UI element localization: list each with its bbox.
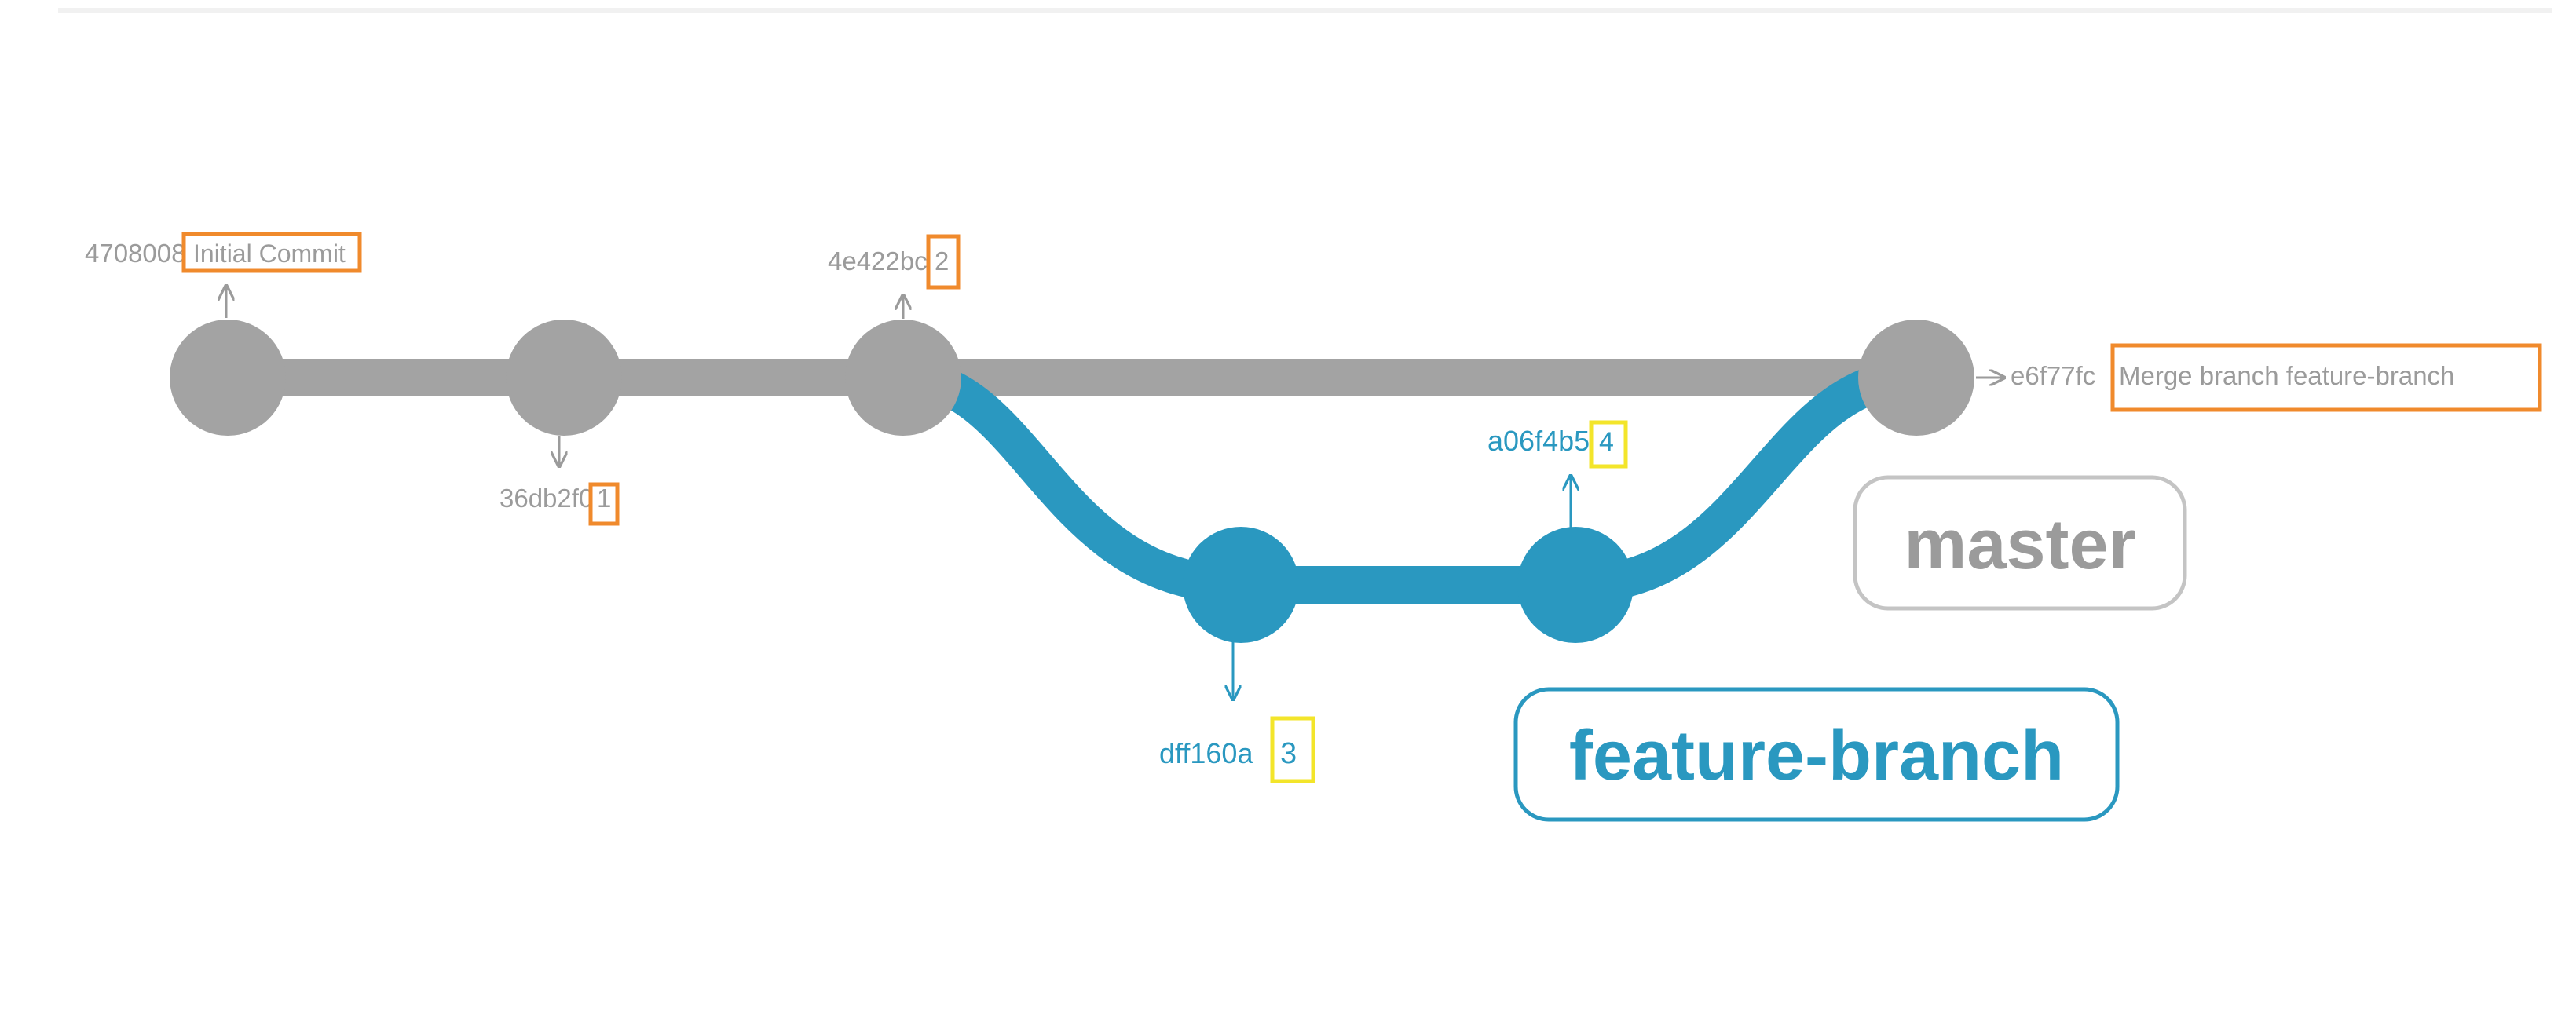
branch-label-feature[interactable]: feature-branch	[1513, 687, 2120, 822]
commit-label: dff160a 3	[1159, 716, 1315, 783]
commit-node[interactable]	[170, 320, 286, 436]
commit-node[interactable]	[1517, 527, 1634, 643]
commit-hash: 4708008	[85, 239, 185, 268]
commit-node[interactable]	[845, 320, 961, 436]
commit-node[interactable]	[1183, 527, 1299, 643]
commit-label: 36db2f0 1	[499, 482, 620, 526]
top-divider	[58, 8, 2552, 13]
commit-message: 3	[1280, 737, 1297, 770]
highlight-box	[2110, 343, 2542, 412]
branch-label-master[interactable]: master	[1853, 475, 2187, 611]
commit-label: 4708008 Initial Commit	[85, 232, 362, 273]
commit-hash: a06f4b5	[1487, 425, 1590, 457]
commit-label: 4e422bc 2	[828, 234, 961, 290]
commit-message: 2	[935, 247, 949, 276]
highlight-box	[926, 234, 961, 290]
feature-branch-out-line	[902, 359, 1242, 604]
branch-tag-box	[1513, 687, 2120, 822]
highlight-box	[1270, 716, 1315, 783]
commit-hash: 36db2f0	[499, 484, 593, 513]
commit-node[interactable]	[506, 320, 622, 436]
commit-hash: dff160a	[1159, 737, 1253, 769]
highlight-box	[181, 232, 362, 273]
highlight-box	[588, 482, 620, 526]
commit-message: Initial Commit	[193, 239, 346, 268]
branch-name: feature-branch	[1569, 717, 2064, 795]
commit-message: Merge branch feature-branch	[2119, 361, 2454, 390]
commit-message: 1	[597, 484, 611, 513]
commit-hash: 4e422bc	[828, 247, 928, 276]
commit-node[interactable]	[1858, 320, 1974, 436]
commit-hash: e6f77fc	[2011, 361, 2095, 390]
commit-message: 4	[1599, 427, 1614, 457]
commit-label: e6f77fc Merge branch feature-branch	[2011, 343, 2542, 412]
commit-label: a06f4b5 4	[1487, 420, 1628, 469]
branch-tag-box	[1853, 475, 2187, 611]
highlight-box	[1589, 420, 1628, 469]
feature-branch-merge-line	[1575, 359, 1917, 604]
branch-name: master	[1904, 506, 2135, 584]
